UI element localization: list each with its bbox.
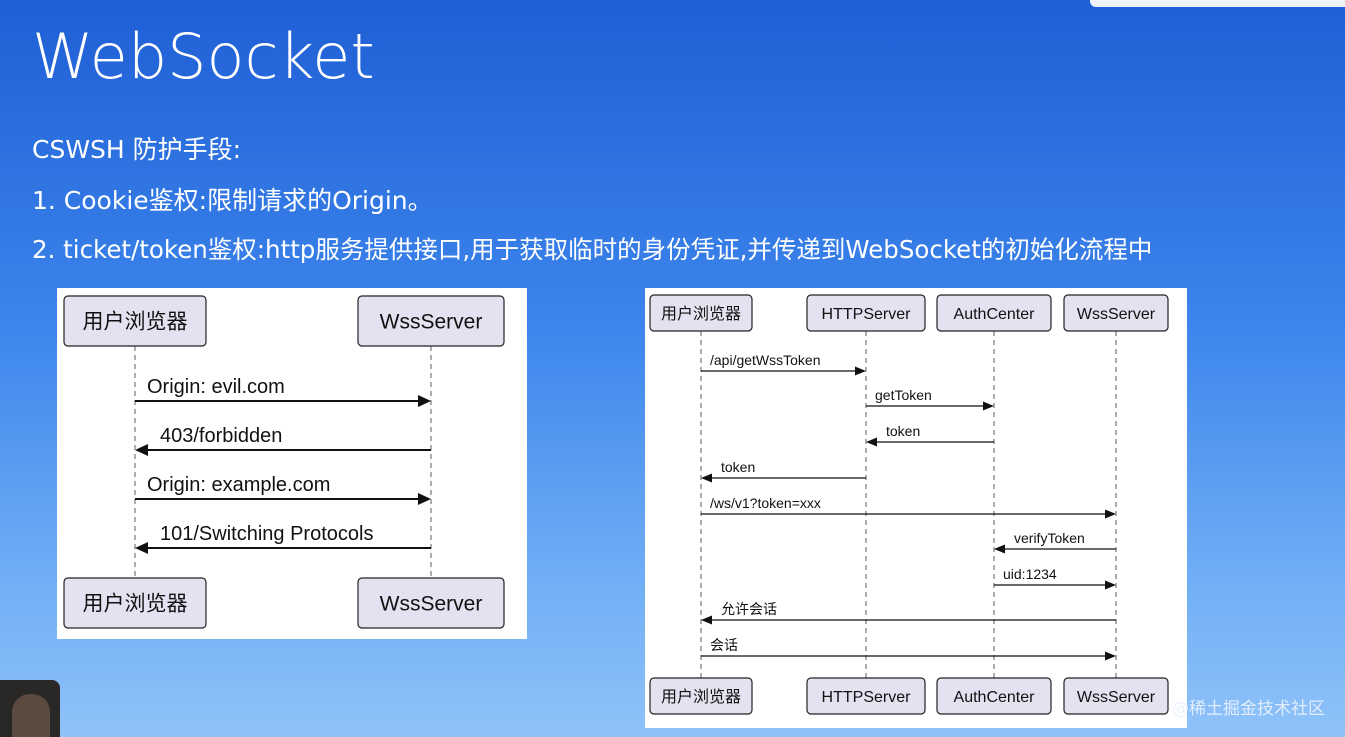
right-participant-box xyxy=(936,294,1052,332)
right-participant-box xyxy=(936,677,1052,715)
presenter-face xyxy=(12,694,50,737)
left-participant-box xyxy=(357,295,505,347)
slide-heading: CSWSH 防护手段: xyxy=(32,135,242,164)
right-message-label: uid:1234 xyxy=(1003,566,1057,582)
right-participant-label: 用户浏览器 xyxy=(661,688,741,706)
left-arrowhead-icon xyxy=(418,395,431,407)
left-participant-label: WssServer xyxy=(380,311,483,334)
right-message-label: /ws/v1?token=xxx xyxy=(710,495,821,511)
right-arrowhead-icon xyxy=(1105,509,1116,519)
right-message: uid:1234 xyxy=(994,566,1116,590)
right-message-label: 允许会话 xyxy=(721,601,777,617)
left-message-label: 101/Switching Protocols xyxy=(160,523,373,545)
left-participant-label: 用户浏览器 xyxy=(83,593,188,616)
left-participant-box xyxy=(357,577,505,629)
left-message: 101/Switching Protocols xyxy=(135,523,431,554)
right-message-label: 会话 xyxy=(710,637,738,653)
right-participant-label: WssServer xyxy=(1077,306,1156,323)
right-arrowhead-icon xyxy=(1105,580,1116,590)
right-participant-box xyxy=(649,294,753,332)
right-participant-box xyxy=(649,677,753,715)
presenter-webcam xyxy=(0,680,60,737)
left-message-label: 403/forbidden xyxy=(160,425,282,447)
right-message-label: token xyxy=(721,459,755,475)
left-message: Origin: evil.com xyxy=(135,376,431,407)
right-message: 会话 xyxy=(701,637,1116,661)
left-message: Origin: example.com xyxy=(135,474,431,505)
slide-item-2: 2. ticket/token鉴权:http服务提供接口,用于获取临时的身份凭证… xyxy=(32,235,1153,264)
right-participant-label: HTTPServer xyxy=(822,306,912,323)
right-arrowhead-icon xyxy=(983,401,994,411)
right-arrowhead-icon xyxy=(1105,651,1116,661)
left-arrowhead-icon xyxy=(135,542,148,554)
left-participant-label: 用户浏览器 xyxy=(83,311,188,334)
right-arrowhead-icon xyxy=(994,544,1005,554)
right-participant-label: AuthCenter xyxy=(954,306,1036,323)
right-message: /api/getWssToken xyxy=(701,352,866,376)
left-message-label: Origin: evil.com xyxy=(147,376,285,398)
slide-title: WebSocket xyxy=(32,20,375,93)
watermark: @稀土掘金技术社区 xyxy=(1172,699,1325,719)
right-message-label: /api/getWssToken xyxy=(710,352,821,368)
right-arrowhead-icon xyxy=(866,437,877,447)
right-message-label: getToken xyxy=(875,387,932,403)
right-participant-box xyxy=(806,677,926,715)
right-participant-label: AuthCenter xyxy=(954,689,1036,706)
left-message-label: Origin: example.com xyxy=(147,474,330,496)
right-message-label: token xyxy=(886,423,920,439)
right-participant-box xyxy=(1063,294,1169,332)
right-participant-box xyxy=(806,294,926,332)
right-message: verifyToken xyxy=(994,530,1116,554)
right-participant-label: 用户浏览器 xyxy=(661,305,741,323)
right-participant-label: WssServer xyxy=(1077,689,1156,706)
right-message: /ws/v1?token=xxx xyxy=(701,495,1116,519)
right-arrowhead-icon xyxy=(701,473,712,483)
right-arrowhead-icon xyxy=(701,615,712,625)
right-message-label: verifyToken xyxy=(1014,530,1085,546)
slide-item-1: 1. Cookie鉴权:限制请求的Origin。 xyxy=(32,186,433,215)
right-participant-label: HTTPServer xyxy=(822,689,912,706)
right-message: token xyxy=(866,423,994,447)
left-participant-box xyxy=(63,295,207,347)
left-message: 403/forbidden xyxy=(135,425,431,456)
left-arrowhead-icon xyxy=(418,493,431,505)
right-participant-box xyxy=(1063,677,1169,715)
left-participant-box xyxy=(63,577,207,629)
right-message: 允许会话 xyxy=(701,601,1116,625)
window-top-edge xyxy=(1090,0,1345,7)
right-message: getToken xyxy=(866,387,994,411)
left-arrowhead-icon xyxy=(135,444,148,456)
left-participant-label: WssServer xyxy=(380,593,483,616)
right-message: token xyxy=(701,459,866,483)
right-arrowhead-icon xyxy=(855,366,866,376)
